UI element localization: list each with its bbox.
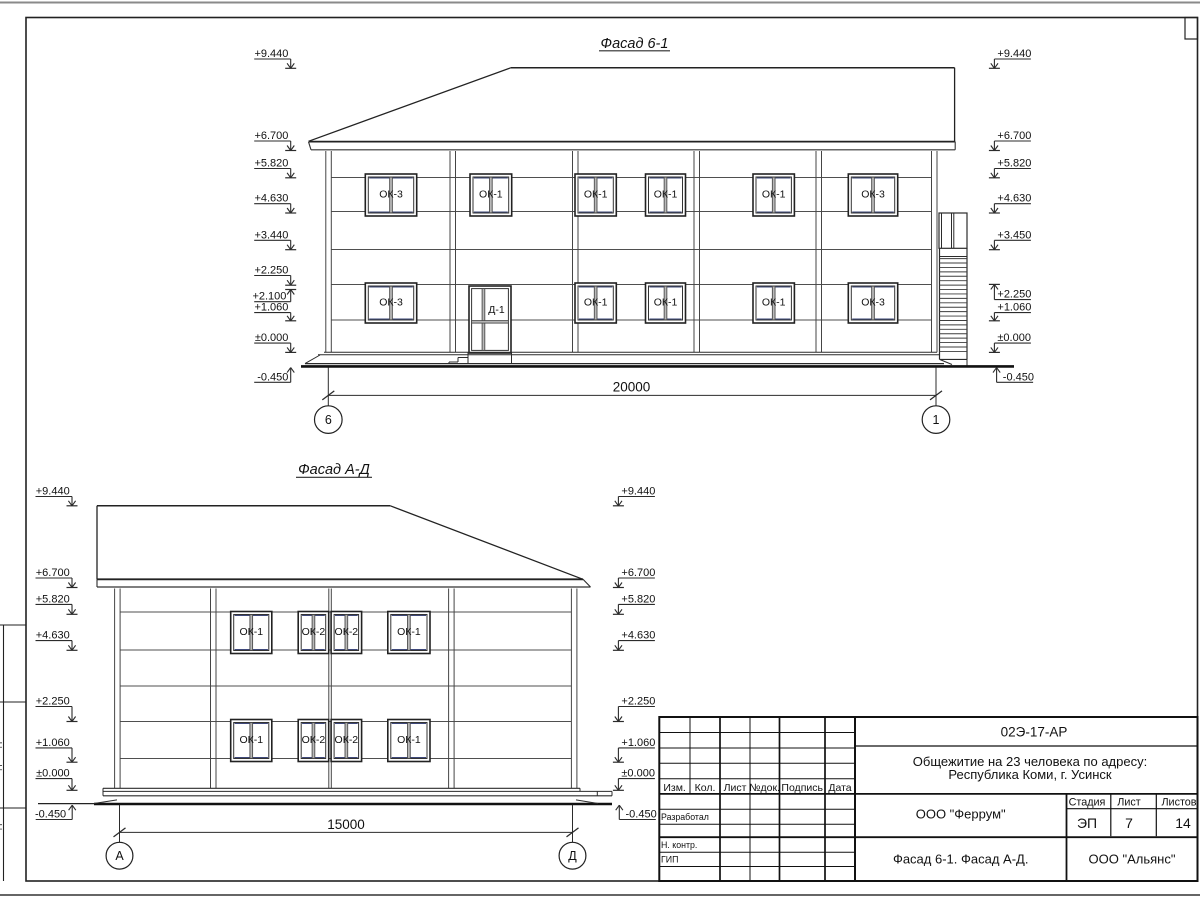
svg-text:ОК-1: ОК-1 (584, 188, 608, 200)
svg-text:А: А (115, 849, 124, 863)
svg-text:+3.450: +3.450 (997, 229, 1031, 241)
svg-text:+5.820: +5.820 (254, 158, 288, 170)
svg-text:+2.250: +2.250 (621, 696, 655, 708)
svg-text:ОК-3: ОК-3 (379, 188, 403, 200)
svg-text:+9.440: +9.440 (997, 48, 1031, 60)
svg-text:ОК-1: ОК-1 (584, 296, 608, 308)
svg-text:Фасад 6-1. Фасад А-Д.: Фасад 6-1. Фасад А-Д. (893, 852, 1029, 867)
svg-text:ОК-1: ОК-1 (762, 188, 786, 200)
svg-text:15000: 15000 (327, 817, 365, 832)
svg-text:ОК-1: ОК-1 (654, 296, 678, 308)
svg-text:Республика Коми, г. Усинск: Республика Коми, г. Усинск (948, 767, 1111, 782)
svg-text:+3.440: +3.440 (254, 229, 288, 241)
svg-text:+1.060: +1.060 (997, 302, 1031, 314)
svg-text:20000: 20000 (613, 380, 651, 395)
svg-text:+6.700: +6.700 (36, 567, 70, 579)
svg-text:ОК-1: ОК-1 (397, 626, 421, 638)
svg-text:+9.440: +9.440 (621, 486, 655, 498)
svg-text:Дата: Дата (828, 782, 851, 794)
svg-text:ОК-1: ОК-1 (654, 188, 678, 200)
svg-text:14: 14 (1175, 815, 1191, 831)
svg-text:+5.820: +5.820 (36, 593, 70, 605)
svg-text:02Э-17-АР: 02Э-17-АР (1001, 725, 1068, 740)
svg-text:-0.450: -0.450 (257, 371, 288, 383)
svg-text:Листов: Листов (1161, 797, 1196, 809)
svg-text:+4.630: +4.630 (997, 193, 1031, 205)
svg-text:+1.060: +1.060 (621, 737, 655, 749)
svg-text:ОК-1: ОК-1 (479, 188, 503, 200)
svg-text:Разработал: Разработал (661, 812, 709, 822)
svg-text:ОК-3: ОК-3 (861, 188, 885, 200)
svg-text:ОК-3: ОК-3 (379, 296, 403, 308)
svg-text:7: 7 (1125, 815, 1133, 831)
svg-text:Общежитие на 23 человека по ад: Общежитие на 23 человека по адресу: (913, 754, 1147, 769)
svg-text:-0.450: -0.450 (35, 809, 66, 821)
svg-text:Взам. инв. №: Взам. инв. № (0, 635, 2, 691)
svg-text:ОК-1: ОК-1 (239, 734, 263, 746)
svg-text:+9.440: +9.440 (254, 48, 288, 60)
svg-text:Д-1: Д-1 (488, 304, 505, 316)
svg-text:Подпись: Подпись (781, 782, 823, 794)
svg-text:+4.630: +4.630 (621, 630, 655, 642)
svg-text:+1.060: +1.060 (36, 737, 70, 749)
svg-text:Лист: Лист (724, 782, 747, 794)
svg-text:ОК-2: ОК-2 (302, 626, 326, 638)
svg-text:Подп. и дата: Подп. и дата (0, 728, 2, 781)
svg-text:ОК-1: ОК-1 (397, 734, 421, 746)
svg-text:Лист: Лист (1117, 797, 1141, 809)
svg-text:ОК-2: ОК-2 (335, 734, 359, 746)
svg-text:+6.700: +6.700 (254, 130, 288, 142)
svg-text:Инв. № подл.: Инв. № подл. (0, 816, 2, 872)
svg-text:Изм.: Изм. (663, 782, 686, 794)
svg-text:±0.000: ±0.000 (255, 332, 289, 344)
svg-text:1: 1 (933, 413, 940, 427)
svg-text:±0.000: ±0.000 (36, 768, 70, 780)
svg-text:Стадия: Стадия (1069, 797, 1106, 809)
svg-text:№док.: №док. (749, 782, 780, 794)
svg-text:-0.450: -0.450 (1003, 371, 1034, 383)
svg-text:+5.820: +5.820 (621, 593, 655, 605)
svg-text:ОК-2: ОК-2 (335, 626, 359, 638)
svg-text:6: 6 (325, 413, 332, 427)
svg-text:Фасад А-Д: Фасад А-Д (298, 462, 370, 478)
svg-text:+1.060: +1.060 (254, 302, 288, 314)
svg-text:ООО "Альянс": ООО "Альянс" (1089, 852, 1176, 867)
svg-text:+6.700: +6.700 (997, 130, 1031, 142)
svg-text:+6.700: +6.700 (621, 567, 655, 579)
svg-text:+5.820: +5.820 (997, 158, 1031, 170)
svg-text:ОК-1: ОК-1 (762, 296, 786, 308)
svg-text:ГИП: ГИП (661, 854, 678, 864)
svg-text:+2.250: +2.250 (254, 265, 288, 277)
svg-text:+2.100: +2.100 (252, 291, 286, 303)
svg-text:Н. контр.: Н. контр. (661, 840, 697, 850)
svg-text:Д: Д (568, 849, 577, 863)
svg-text:±0.000: ±0.000 (621, 768, 655, 780)
svg-text:ОК-2: ОК-2 (302, 734, 326, 746)
svg-text:+9.440: +9.440 (36, 486, 70, 498)
svg-text:±0.000: ±0.000 (997, 332, 1031, 344)
svg-text:+2.250: +2.250 (36, 696, 70, 708)
svg-text:Фасад 6-1: Фасад 6-1 (601, 36, 669, 52)
svg-text:+4.630: +4.630 (36, 630, 70, 642)
svg-text:+4.630: +4.630 (254, 193, 288, 205)
svg-text:ОК-3: ОК-3 (861, 296, 885, 308)
svg-text:Кол.: Кол. (695, 782, 716, 794)
svg-text:+2.250: +2.250 (997, 289, 1031, 301)
svg-text:-0.450: -0.450 (626, 809, 657, 821)
svg-text:ЭП: ЭП (1077, 815, 1097, 831)
svg-text:ОК-1: ОК-1 (239, 626, 263, 638)
svg-text:ООО "Феррум": ООО "Феррум" (916, 807, 1006, 822)
